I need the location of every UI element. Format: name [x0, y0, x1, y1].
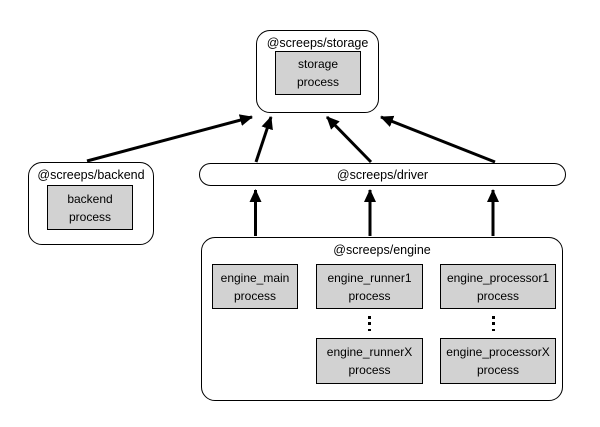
- process-box-engine-runnerX-label: engine_runnerX process: [326, 345, 413, 377]
- process-box-engine-processorX: engine_processorX process: [440, 338, 556, 384]
- process-box-storage: storage process: [275, 51, 361, 95]
- node-backend-label: @screeps/backend: [37, 168, 145, 182]
- process-box-engine-main: engine_main process: [212, 264, 298, 309]
- process-box-engine-main-label: engine_main process: [220, 270, 290, 303]
- process-box-engine-processor1: engine_processor1 process: [440, 264, 556, 309]
- process-box-engine-processorX-label: engine_processorX process: [446, 345, 550, 377]
- vertical-ellipsis-icon: [368, 316, 371, 331]
- node-driver: @screeps/driver: [199, 163, 566, 186]
- process-box-engine-runner1-label: engine_runner1 process: [327, 270, 412, 303]
- process-box-engine-runner1: engine_runner1 process: [316, 264, 423, 309]
- arrow-driver-to-storage-right: [380, 115, 496, 164]
- node-storage-label: @screeps/storage: [266, 36, 369, 50]
- node-backend: @screeps/backend backend process: [28, 162, 154, 245]
- process-box-storage-label: storage process: [296, 57, 340, 89]
- process-box-backend: backend process: [47, 185, 133, 230]
- process-box-engine-processor1-label: engine_processor1 process: [446, 270, 550, 303]
- arrow-backend-to-storage: [86, 114, 253, 163]
- node-engine-label: @screeps/engine: [333, 243, 431, 257]
- node-storage: @screeps/storage storage process: [256, 30, 379, 113]
- node-driver-label: @screeps/driver: [336, 167, 429, 182]
- node-engine: @screeps/engine engine_main process engi…: [201, 237, 563, 401]
- arrow-driver-to-storage-middle: [325, 115, 373, 164]
- process-box-backend-label: backend process: [67, 191, 113, 224]
- process-box-engine-runnerX: engine_runnerX process: [316, 338, 423, 384]
- arrow-driver-to-storage-left: [254, 116, 273, 163]
- vertical-ellipsis-icon: [492, 316, 495, 331]
